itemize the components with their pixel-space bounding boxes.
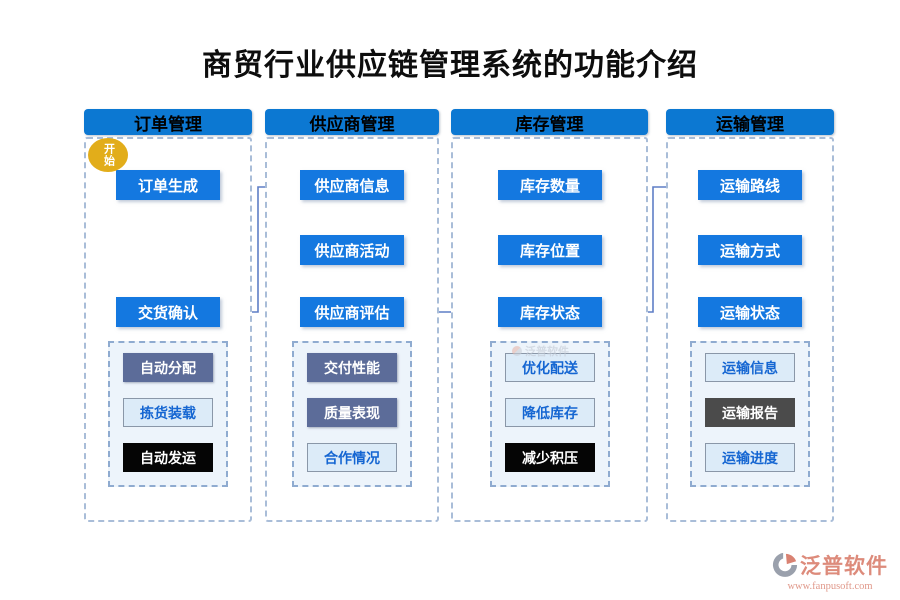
feature-transport-info: 运输信息 <box>705 353 795 382</box>
feature-auto-shipping: 自动发运 <box>123 443 213 472</box>
feature-reduce-inventory: 降低库存 <box>505 398 595 427</box>
flow-node-supplier-activity: 供应商活动 <box>300 235 404 265</box>
flow-node-transport-route: 运输路线 <box>698 170 802 200</box>
flow-node-supplier-info: 供应商信息 <box>300 170 404 200</box>
flow-node-supplier-evaluation: 供应商评估 <box>300 297 404 327</box>
flow-node-delivery-confirmation: 交货确认 <box>116 297 220 327</box>
feature-reduce-backlog: 减少积压 <box>505 443 595 472</box>
feature-picking-loading: 拣货装载 <box>123 398 213 427</box>
flow-node-inventory-location: 库存位置 <box>498 235 602 265</box>
flow-node-transport-status: 运输状态 <box>698 297 802 327</box>
column-supplier-management: 供应商管理 供应商信息 供应商活动 供应商评估 交付性能 质量表现 合作情况 <box>265 109 439 529</box>
watermark: 泛普软件 <box>512 343 569 359</box>
column-inventory-management: 库存管理 库存数量 库存位置 库存状态 优化配送 降低库存 减少积压 <box>451 109 648 529</box>
column-header-order: 订单管理 <box>84 109 252 135</box>
feature-optimize-distribution: 优化配送 <box>505 353 595 382</box>
start-node-label: 开始 <box>102 143 115 167</box>
brand-name: 泛普软件 <box>800 554 888 578</box>
flow-node-transport-mode: 运输方式 <box>698 235 802 265</box>
brand-url: www.fanpusoft.com <box>787 581 873 592</box>
column-order-management: 订单管理 订单生成 交货确认 自动分配 拣货装载 自动发运 <box>84 109 252 529</box>
feature-quality-performance: 质量表现 <box>307 398 397 427</box>
feature-transport-report: 运输报告 <box>705 398 795 427</box>
feature-auto-allocation: 自动分配 <box>123 353 213 382</box>
watermark-logo-icon <box>512 346 522 356</box>
page-title: 商贸行业供应链管理系统的功能介绍 <box>202 49 698 82</box>
column-header-transport: 运输管理 <box>666 109 834 135</box>
flow-node-order-generation: 订单生成 <box>116 170 220 200</box>
feature-delivery-performance: 交付性能 <box>307 353 397 382</box>
brand-logo: 泛普软件 www.fanpusoft.com <box>766 550 894 592</box>
watermark-text: 泛普软件 <box>525 346 569 358</box>
column-header-inventory: 库存管理 <box>451 109 648 135</box>
flow-node-inventory-quantity: 库存数量 <box>498 170 602 200</box>
flow-node-inventory-status: 库存状态 <box>498 297 602 327</box>
column-transport-management: 运输管理 运输路线 运输方式 运输状态 运输信息 运输报告 运输进度 <box>666 109 834 529</box>
start-node: 开始 <box>88 138 128 172</box>
feature-transport-progress: 运输进度 <box>705 443 795 472</box>
feature-cooperation-status: 合作情况 <box>307 443 397 472</box>
brand-logo-icon <box>772 552 798 577</box>
column-header-supplier: 供应商管理 <box>265 109 439 135</box>
